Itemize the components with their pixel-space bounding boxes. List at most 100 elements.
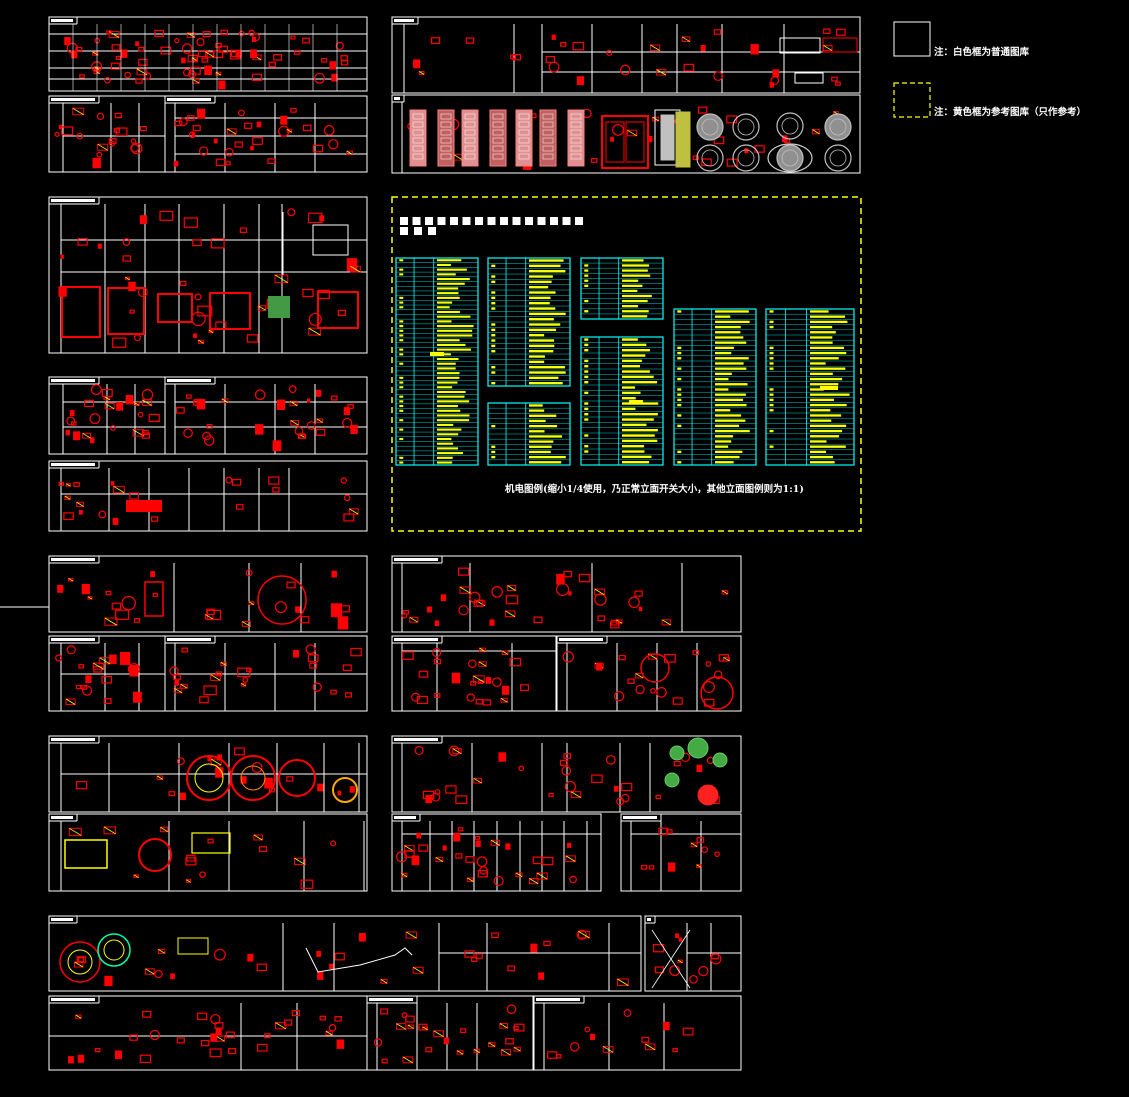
plant-square <box>268 296 290 318</box>
furniture-symbol <box>197 49 208 58</box>
title-bar <box>51 98 95 101</box>
furniture-symbol <box>68 578 74 582</box>
door-panel <box>518 121 530 128</box>
furniture-symbol <box>340 477 347 484</box>
furniture-symbol <box>97 143 109 151</box>
furniture-symbol <box>457 827 464 832</box>
furniture-symbol <box>85 675 92 684</box>
mep-legend-symbol <box>769 429 774 433</box>
furniture-symbol <box>478 661 487 667</box>
furniture-symbol <box>457 567 470 576</box>
furniture-symbol <box>213 948 226 961</box>
mep-legend-text <box>715 461 734 464</box>
furniture-symbol <box>257 305 267 311</box>
mep-legend-symbol <box>399 320 404 323</box>
title-bar <box>394 738 438 741</box>
furniture-symbol <box>493 875 504 887</box>
furniture-symbol <box>565 855 576 862</box>
furniture-symbol <box>466 877 474 882</box>
reception-desk <box>177 937 209 955</box>
furniture-symbol <box>92 662 105 670</box>
furniture-symbol <box>616 978 629 986</box>
furniture-symbol <box>690 842 698 847</box>
furniture-symbol <box>286 776 294 782</box>
furniture-symbol <box>192 239 202 247</box>
mep-legend-text <box>437 343 466 346</box>
furniture-symbol <box>349 786 355 793</box>
round-table <box>67 949 93 975</box>
furniture-symbol <box>491 677 502 688</box>
title-glyph <box>400 227 408 235</box>
furniture-symbol <box>186 854 196 862</box>
door-panel <box>542 129 554 136</box>
mep-legend-text <box>810 351 847 355</box>
door-panel <box>412 121 424 128</box>
furniture-symbol <box>253 834 263 841</box>
furniture-symbol <box>256 963 268 972</box>
furniture-symbol <box>681 36 691 42</box>
furniture-symbol <box>501 650 509 655</box>
furniture-symbol <box>228 1048 237 1055</box>
drawing-frame <box>48 460 368 532</box>
furniture-symbol <box>218 80 226 90</box>
furniture-symbol <box>81 685 93 696</box>
floor-medallion <box>781 149 799 167</box>
furniture-symbol <box>466 693 475 702</box>
furniture-symbol <box>647 135 653 143</box>
door-panel <box>464 145 476 152</box>
mep-legend-text <box>715 419 746 422</box>
furniture-symbol <box>272 440 282 452</box>
mep-legend-text <box>715 403 747 407</box>
furniture-symbol <box>678 937 683 942</box>
furniture-symbol <box>467 877 474 882</box>
furniture-symbol <box>139 126 147 132</box>
floor-medallion <box>701 149 719 167</box>
furniture-symbol <box>294 857 306 865</box>
furniture-symbol <box>104 617 118 626</box>
furniture-symbol <box>812 129 820 135</box>
furniture-symbol <box>174 687 183 694</box>
mep-legend-text <box>622 359 642 363</box>
furniture-symbol <box>66 483 71 487</box>
furniture-symbol <box>432 647 442 658</box>
mep-legend-symbol <box>399 325 404 328</box>
mep-legend-text <box>622 370 650 373</box>
furniture-symbol <box>479 647 486 653</box>
furniture-symbol <box>180 683 188 689</box>
furniture-symbol <box>349 265 361 273</box>
title-bar <box>369 998 413 1001</box>
round-table <box>278 759 316 797</box>
furniture-symbol <box>94 1047 101 1053</box>
furniture-symbol <box>299 616 310 624</box>
furniture-symbol <box>307 654 319 663</box>
drawing-frame <box>391 94 861 174</box>
furniture-symbol <box>597 615 606 622</box>
floor-medallion <box>781 117 799 135</box>
mep-legend-symbol <box>399 437 404 441</box>
title-bar <box>394 558 438 561</box>
furniture-symbol <box>133 618 141 623</box>
floor-medallion <box>732 144 760 172</box>
mep-legend-text <box>715 325 741 329</box>
door-panel <box>570 153 582 160</box>
furniture-symbol <box>479 647 487 653</box>
furniture-symbol <box>422 790 435 800</box>
mep-legend-text <box>715 393 746 396</box>
furniture-symbol <box>329 61 336 70</box>
mep-legend-text <box>810 435 840 438</box>
furniture-symbol <box>400 872 408 878</box>
mep-legend-text <box>437 292 459 295</box>
mep-legend-text <box>622 294 652 298</box>
furniture-symbol <box>114 1050 122 1060</box>
furniture-symbol <box>268 476 280 485</box>
furniture-symbol <box>567 842 572 848</box>
mep-legend-symbol <box>399 296 404 299</box>
furniture-symbol <box>196 37 205 47</box>
mep-legend-symbol <box>677 346 682 350</box>
furniture-symbol <box>349 508 359 515</box>
mep-legend-text <box>437 428 462 431</box>
furniture-symbol <box>578 931 590 939</box>
furniture-symbol <box>185 879 192 883</box>
mep-legend-text <box>622 305 639 308</box>
